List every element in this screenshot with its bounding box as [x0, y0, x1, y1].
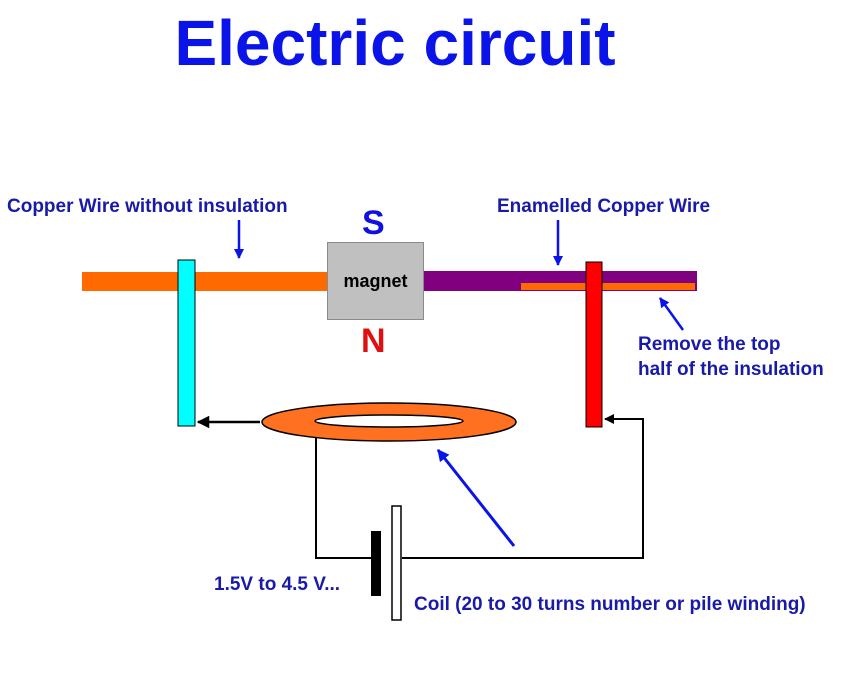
battery-positive-plate — [391, 505, 402, 621]
magnet: magnet — [327, 242, 424, 320]
bare-copper-wire — [82, 272, 327, 291]
right-support — [585, 261, 603, 428]
coil-pointer-arrow — [436, 449, 516, 547]
wire-coil-to-battery — [315, 438, 376, 559]
coil-label: Coil (20 to 30 turns number or pile wind… — [414, 594, 806, 615]
north-pole-label: N — [361, 322, 386, 360]
left-support — [177, 259, 196, 427]
remove-insulation-label-line2: half of the insulation — [638, 359, 824, 380]
copper-wire-label: Copper Wire without insulation — [7, 196, 288, 217]
voltage-label: 1.5V to 4.5 V... — [214, 574, 341, 595]
south-pole-label: S — [362, 204, 385, 242]
page-title: Electric circuit — [174, 7, 616, 79]
remove-insulation-pointer-arrow — [658, 297, 685, 331]
battery-negative-plate — [371, 531, 381, 596]
coil-hole — [314, 414, 464, 428]
remove-insulation-label-line1: Remove the top — [638, 334, 781, 355]
magnet-label: magnet — [343, 270, 408, 291]
scraped-insulation-strip — [521, 283, 695, 290]
enamelled-wire-label: Enamelled Copper Wire — [497, 196, 711, 217]
wire-battery-to-right-support — [402, 414, 644, 559]
